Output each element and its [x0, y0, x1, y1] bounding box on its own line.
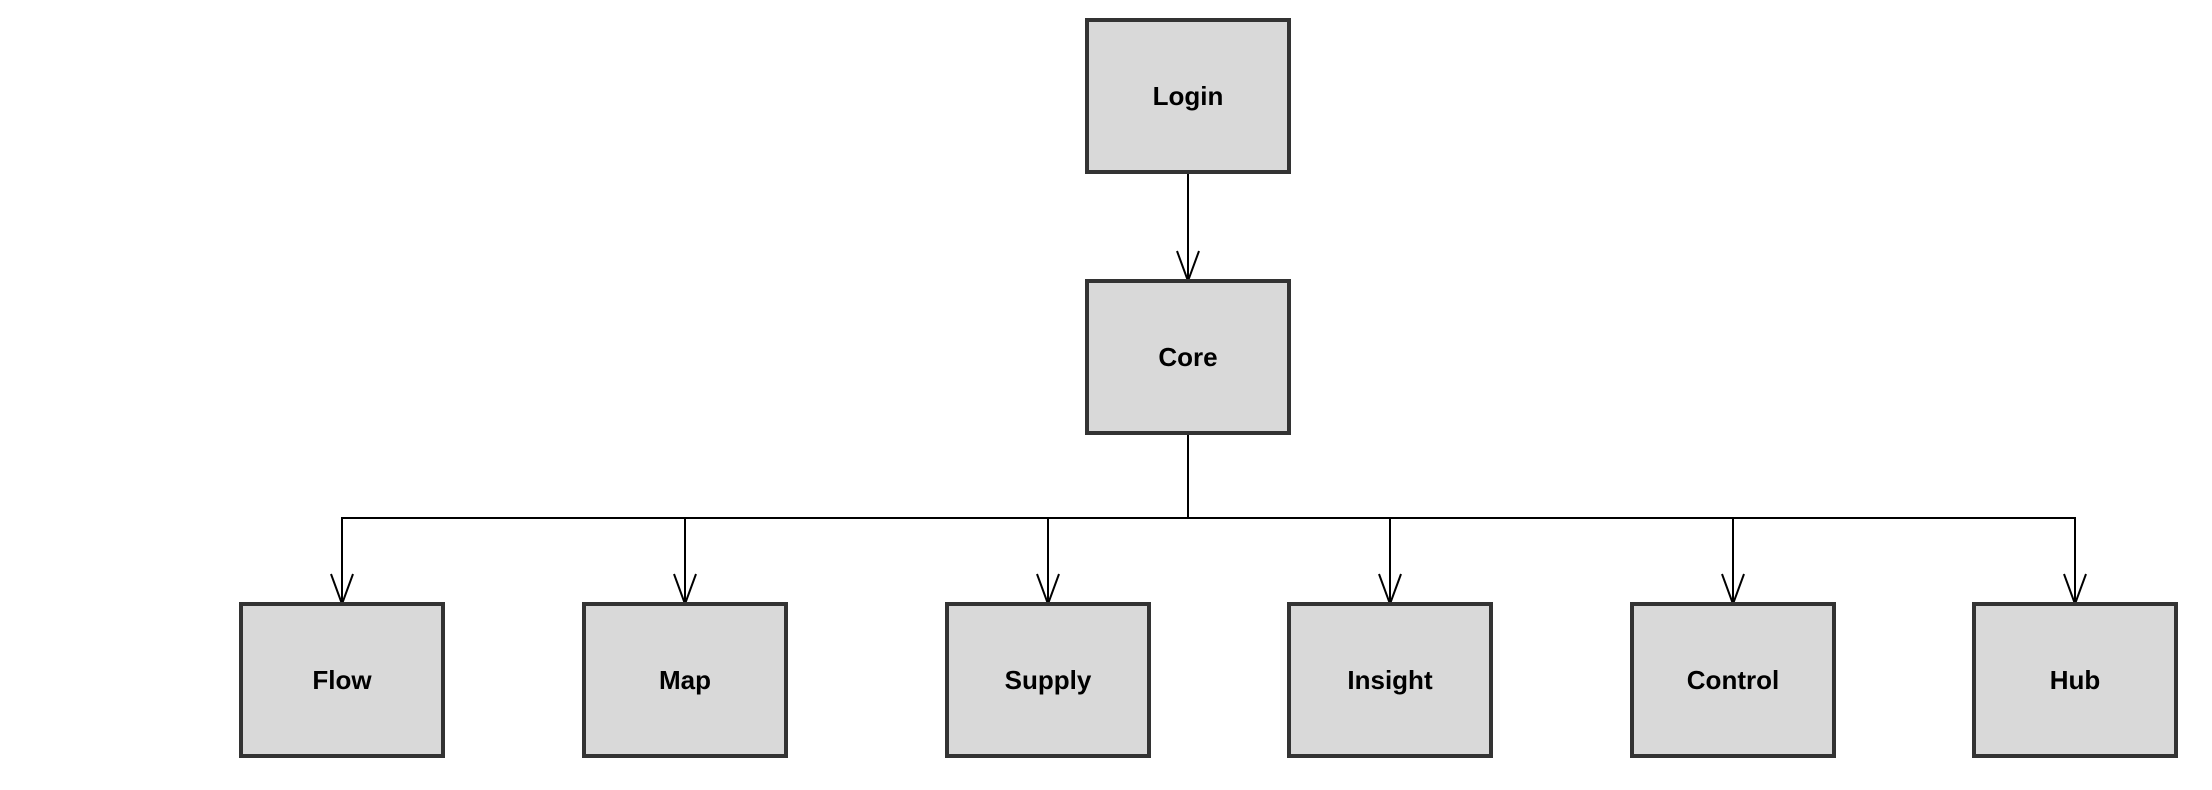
node-label: Control: [1687, 665, 1779, 695]
edges-layer: [330, 172, 2087, 607]
node-box: [582, 602, 788, 758]
node-login: Login: [1085, 18, 1291, 174]
edge-core-to-supply: [1047, 433, 1189, 604]
node-insight: Insight: [1287, 602, 1493, 758]
node-label: Core: [1158, 342, 1217, 372]
node-control: Control: [1630, 602, 1836, 758]
node-supply: Supply: [945, 602, 1151, 758]
edge-core-to-hub: [1187, 433, 2076, 604]
node-label: Login: [1153, 81, 1224, 111]
node-box: [1630, 602, 1836, 758]
node-box: [1085, 279, 1291, 435]
node-map: Map: [582, 602, 788, 758]
node-hub: Hub: [1972, 602, 2178, 758]
node-box: [1287, 602, 1493, 758]
node-label: Flow: [312, 665, 372, 695]
node-box: [239, 602, 445, 758]
node-label: Insight: [1347, 665, 1433, 695]
node-box: [1085, 18, 1291, 174]
node-flow: Flow: [239, 602, 445, 758]
node-box: [945, 602, 1151, 758]
node-box: [1972, 602, 2178, 758]
node-core: Core: [1085, 279, 1291, 435]
node-label: Map: [659, 665, 711, 695]
node-label: Supply: [1005, 665, 1092, 695]
node-label: Hub: [2050, 665, 2101, 695]
